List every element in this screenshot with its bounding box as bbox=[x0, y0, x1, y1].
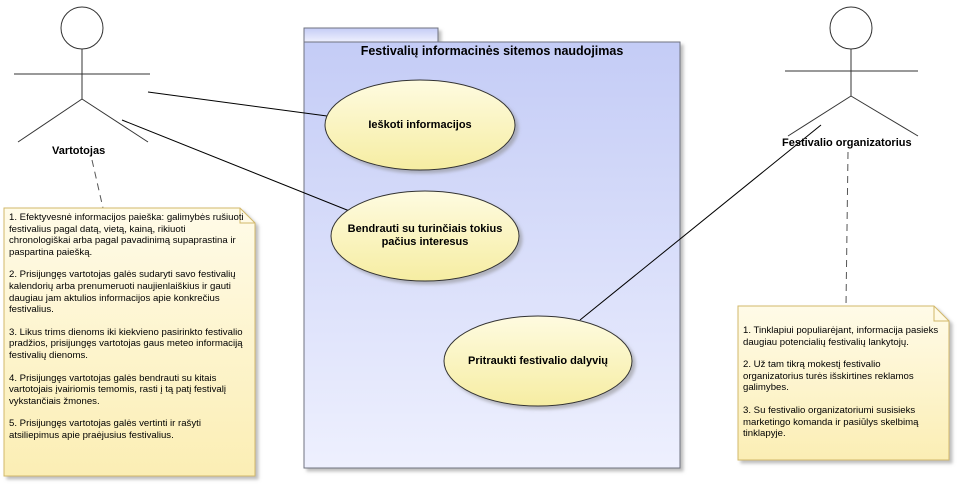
note-user-text: 1. Efektyvesnė informacijos paieška: gal… bbox=[9, 212, 247, 442]
actor-organizer-label: Festivalio organizatorius bbox=[782, 137, 912, 149]
actor-organizer-figure[interactable] bbox=[785, 6, 919, 137]
note-user-item: 5. Prisijungęs vartotojas galės vertinti… bbox=[9, 418, 201, 441]
note-anchor-user bbox=[91, 159, 104, 209]
usecase-search-label: Ieškoti informacijos bbox=[368, 118, 472, 131]
usecase-communicate-label: Bendrauti su turinčiais tokius pačius in… bbox=[347, 223, 503, 248]
note-organizer-text: 1. Tinklapiui populiarėjant, informacija… bbox=[743, 325, 939, 440]
actor-user-figure[interactable] bbox=[14, 6, 150, 143]
usecase-attract-label: Pritraukti festivalio dalyvių bbox=[468, 354, 608, 367]
note-user-item: 1. Efektyvesnė informacijos paieška: gal… bbox=[9, 212, 244, 258]
note-organizer-item: 2. Už tam tikrą mokestį festivalio organ… bbox=[743, 359, 914, 394]
usecase-search-ellipse[interactable] bbox=[324, 79, 516, 171]
association-organizer-attract[interactable] bbox=[579, 124, 822, 321]
association-user-communicate[interactable] bbox=[121, 119, 353, 213]
association-user-search[interactable] bbox=[147, 91, 328, 117]
note-user-item: 3. Likus trims dienoms iki kiekvieno pas… bbox=[9, 326, 243, 361]
note-user-item: 2. Prisijungęs vartotojas galės sudaryti… bbox=[9, 269, 236, 316]
note-anchor-organizer bbox=[845, 151, 849, 307]
package-title: Festivalių informacinės sitemos naudojim… bbox=[360, 44, 624, 58]
note-organizer-item: 1. Tinklapiui populiarėjant, informacija… bbox=[743, 325, 939, 348]
note-user-shape[interactable] bbox=[3, 207, 256, 477]
note-user-item: 4. Prisijungęs vartotojas galės bendraut… bbox=[9, 372, 226, 407]
note-organizer-item: 3. Su festivalio organizatoriumi susisie… bbox=[743, 404, 919, 440]
usecase-communicate-ellipse[interactable] bbox=[330, 190, 520, 282]
note-organizer-shape[interactable] bbox=[737, 305, 950, 461]
usecase-attract-ellipse[interactable] bbox=[443, 315, 633, 407]
actor-user-label: Vartotojas bbox=[52, 145, 106, 157]
